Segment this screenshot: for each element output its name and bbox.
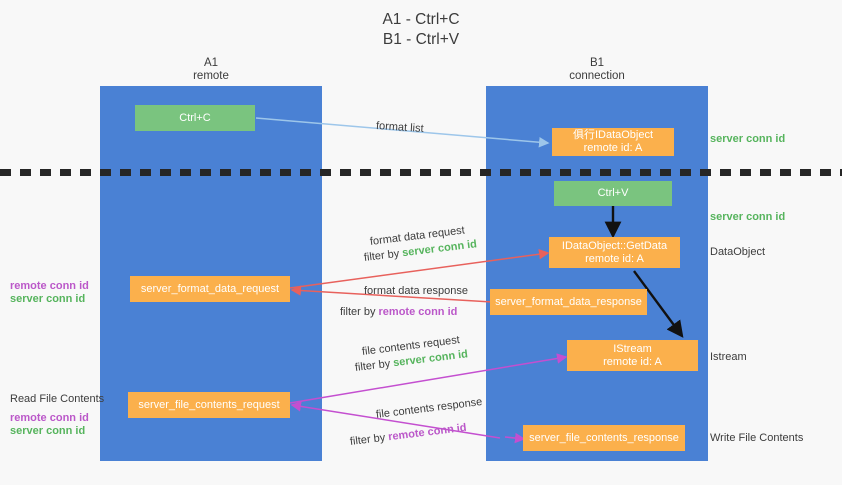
box-dataobject-create-line1: 俱行IDataObject [572,129,654,141]
box-dataobject-create[interactable]: 俱行IDataObject remote id: A [552,128,674,156]
filter-value-remote-conn-id: remote conn id [387,421,468,444]
box-server-file-contents-request-label: server_file_contents_request [138,398,280,411]
title-line-2: B1 - Ctrl+V [382,31,460,48]
box-istream-line2: remote id: A [603,355,662,368]
lane-header-a1-sub: remote [193,70,229,82]
phase-divider [0,169,842,176]
box-server-format-data-response-label: server_format_data_response [495,295,642,308]
edge-label-format-data-response-filter: filter by remote conn id [340,305,457,319]
edge-label-file-contents-response-filter: filter by remote conn id [349,421,467,449]
side-label-server-conn-id-left-low: server conn id [10,425,86,437]
side-label-remote-conn-id-low: remote conn id [10,412,89,424]
box-istream[interactable]: IStream remote id: A [567,340,698,371]
side-label-remote-conn-id-mid: remote conn id [10,280,89,292]
box-server-file-contents-response[interactable]: server_file_contents_response [523,425,685,451]
lane-header-b1: B1 connection [486,57,708,83]
edge-label-file-contents-response: file contents response [375,396,483,421]
side-label-server-conn-id-mid: server conn id [710,211,786,223]
side-label-istream: Istream [710,351,747,363]
lane-header-b1-sub: connection [569,70,625,82]
box-getdata-line2: remote id: A [585,252,644,265]
box-server-format-data-request-label: server_format_data_request [140,282,280,295]
side-label-dataobject: DataObject [710,246,766,258]
box-server-format-data-response[interactable]: server_format_data_response [490,289,647,315]
side-label-server-conn-id-top: server conn id [710,133,786,145]
box-ctrl-c-label: Ctrl+C [179,111,211,124]
box-getdata-line1: IDataObject::GetData [561,239,668,252]
box-server-file-contents-response-label: server_file_contents_response [529,431,679,444]
box-ctrl-v[interactable]: Ctrl+V [554,181,672,206]
lane-header-a1-name: A1 [203,57,219,69]
box-ctrl-v-label: Ctrl+V [597,187,629,199]
page-title: A1 - Ctrl+C B1 - Ctrl+V [0,10,842,50]
side-label-write-file-contents: Write File Contents [710,432,804,444]
filter-prefix: filter by [363,247,403,264]
filter-prefix: filter by [340,306,379,318]
edge-label-format-list: format list [375,120,424,135]
filter-prefix: filter by [354,357,394,374]
filter-prefix: filter by [349,431,389,448]
lane-header-b1-name: B1 [589,57,605,69]
box-getdata[interactable]: IDataObject::GetData remote id: A [549,237,680,268]
side-label-read-file-contents: Read File Contents [10,393,105,405]
box-server-format-data-request[interactable]: server_format_data_request [130,276,290,302]
box-ctrl-c[interactable]: Ctrl+C [135,105,255,131]
lane-header-a1: A1 remote [100,57,322,83]
edge-label-format-data-response: format data response [364,285,468,297]
title-line-1: A1 - Ctrl+C [382,11,460,28]
box-server-file-contents-request[interactable]: server_file_contents_request [128,392,290,418]
side-label-server-conn-id-left-mid: server conn id [10,293,86,305]
filter-value-remote-conn-id: remote conn id [378,306,458,318]
box-dataobject-create-line2: remote id: A [583,142,643,154]
box-istream-line1: IStream [613,342,652,355]
